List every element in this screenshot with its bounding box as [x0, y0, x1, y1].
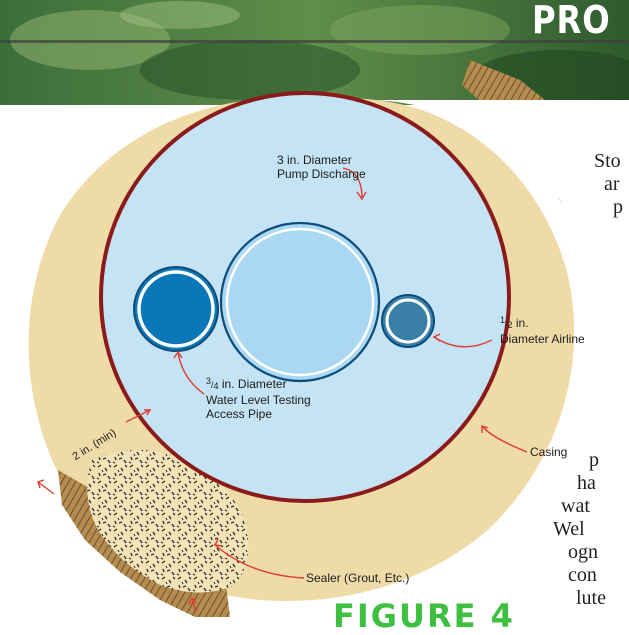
access-pipe-label: 3/4 in. Diameter Water Level Testing Acc… [206, 374, 311, 421]
water-level-access-pipe [134, 267, 218, 351]
article-fragment-7: Wel [553, 518, 585, 541]
airline-label: 1/2 in. Diameter Airline [500, 313, 585, 346]
well-diagram [0, 0, 629, 617]
sealer-label: Sealer (Grout, Etc.) [306, 571, 409, 585]
article-fragment-8: ogn [568, 541, 598, 564]
article-fragment-1: Sto [594, 150, 621, 173]
article-fragment-2: ar [604, 173, 620, 196]
gap-arrow-left [38, 482, 54, 494]
pump-discharge-label: 3 in. Diameter Pump Discharge [277, 153, 366, 181]
article-fragment-5: ha [577, 472, 596, 495]
figure-label: FIGURE 4 [333, 597, 515, 635]
article-fragment-4: p [589, 449, 599, 472]
banner-title: PRO [532, 0, 611, 42]
article-fragment-3: p [613, 196, 623, 219]
article-fragment-9: con [568, 564, 597, 587]
casing-label: Casing [530, 445, 567, 459]
article-fragment-6: wat [561, 495, 590, 518]
article-fragment-10: lute [576, 587, 606, 610]
pump-discharge-pipe [221, 223, 379, 381]
airline-pipe [382, 295, 434, 347]
